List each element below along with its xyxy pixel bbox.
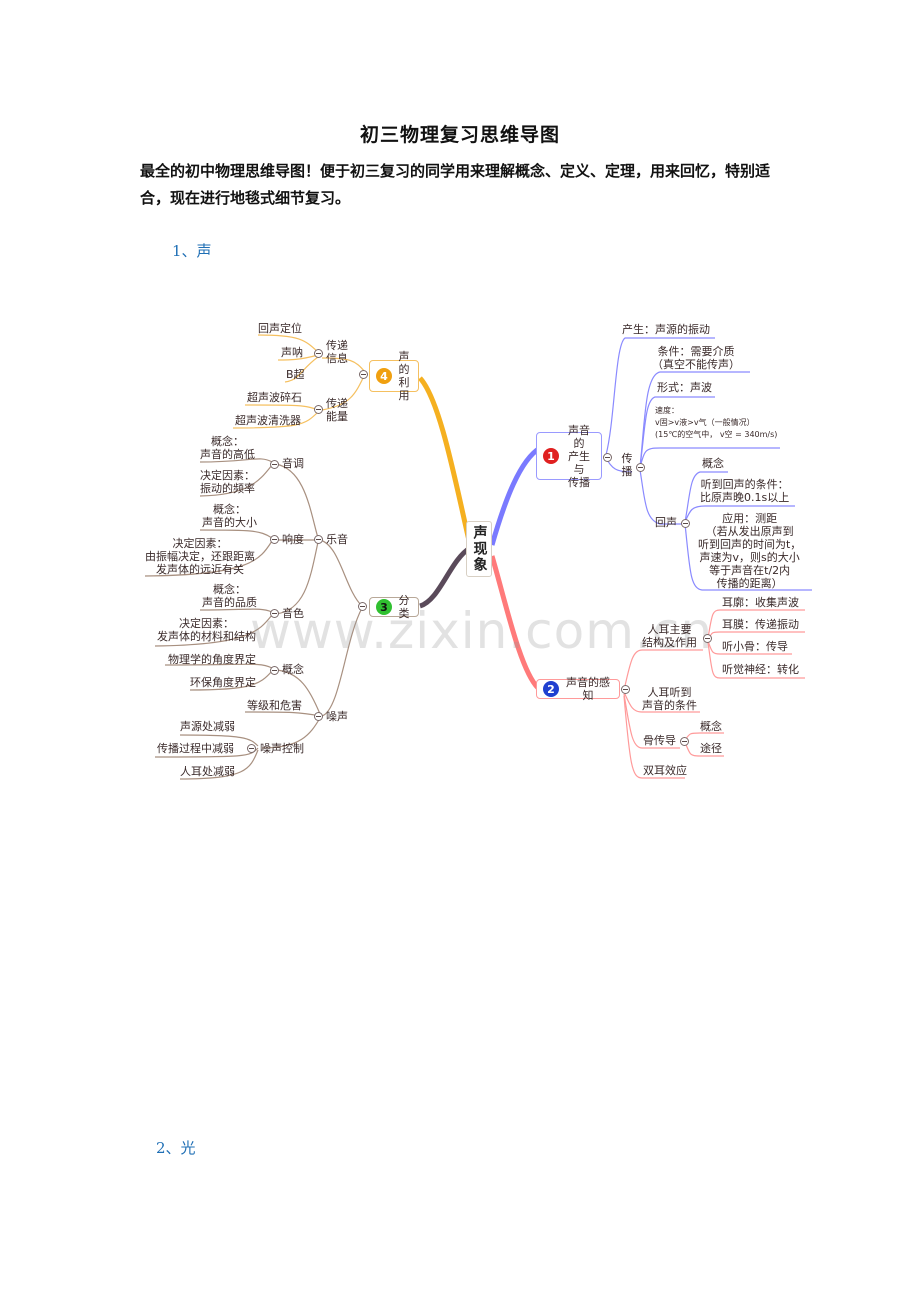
node-speed-order: v固>v液>v气（一般情况） — [655, 418, 755, 427]
branch-2-label: 声音的感知 — [566, 676, 610, 702]
node-transmit-energy[interactable]: 传递 能量 — [326, 397, 348, 423]
node-echolocation[interactable]: 回声定位 — [258, 322, 302, 335]
node-b-ultrasound[interactable]: B超 — [286, 368, 305, 381]
node-timbre-factor[interactable]: 决定因素： 发声体的材料和结构 — [157, 617, 256, 643]
node-level-harm[interactable]: 等级和危害 — [247, 699, 302, 712]
number-badge-4-icon: 4 — [376, 368, 392, 384]
node-environment-definition[interactable]: 环保角度界定 — [190, 676, 256, 689]
node-loudness[interactable]: 响度 — [282, 533, 304, 546]
node-hearing-condition[interactable]: 人耳听到 声音的条件 — [642, 686, 697, 712]
collapse-toggle-icon[interactable] — [314, 349, 323, 358]
node-reduce-in-path[interactable]: 传播过程中减弱 — [157, 742, 234, 755]
intro-paragraph: 最全的初中物理思维导图！便于初三复习的同学用来理解概念、定义、定理，用来回忆，特… — [140, 162, 771, 207]
node-bone-concept[interactable]: 概念 — [700, 720, 722, 733]
node-physics-definition[interactable]: 物理学的角度界定 — [168, 653, 256, 666]
number-badge-1-icon: 1 — [543, 448, 559, 464]
node-noise[interactable]: 噪声 — [326, 710, 348, 723]
branch-2-node[interactable]: 2 声音的感知 — [536, 676, 620, 702]
node-pitch[interactable]: 音调 — [282, 457, 304, 470]
collapse-toggle-icon[interactable] — [314, 405, 323, 414]
collapse-toggle-icon[interactable] — [359, 370, 368, 379]
number-badge-2-icon: 2 — [543, 681, 559, 697]
collapse-toggle-icon[interactable] — [681, 519, 690, 528]
node-lithotripsy[interactable]: 超声波碎石 — [247, 391, 302, 404]
collapse-toggle-icon[interactable] — [247, 744, 256, 753]
central-topic-label: 声现象 — [471, 525, 488, 573]
node-bone-conduction[interactable]: 骨传导 — [643, 734, 676, 747]
collapse-toggle-icon[interactable] — [270, 535, 279, 544]
collapse-toggle-icon[interactable] — [603, 453, 612, 462]
node-speed[interactable]: 速度： v固>v液>v气（一般情况） (15℃的空气中， v空 = 340m/s… — [655, 405, 777, 441]
section-heading-sound: 1、声 — [172, 242, 212, 260]
collapse-toggle-icon[interactable] — [270, 460, 279, 469]
node-binaural-effect[interactable]: 双耳效应 — [643, 764, 687, 777]
collapse-toggle-icon[interactable] — [358, 602, 367, 611]
node-musical-sound[interactable]: 乐音 — [326, 533, 348, 546]
node-echo-concept[interactable]: 概念 — [702, 457, 724, 470]
collapse-toggle-icon[interactable] — [314, 535, 323, 544]
node-bone-path[interactable]: 途径 — [700, 742, 722, 755]
node-loudness-concept[interactable]: 概念： 声音的大小 — [202, 503, 257, 529]
branch-3-node[interactable]: 3 分类 — [369, 594, 419, 620]
branch-4-label: 声的 利用 — [398, 350, 410, 402]
branch-1-label: 声音的 产生与 传播 — [568, 423, 590, 489]
node-pitch-factor[interactable]: 决定因素： 振动的频率 — [200, 469, 255, 495]
node-echo-application[interactable]: 应用：测距 （若从发出原声到 听到回声的时间为t， 声速为v，则s的大小 等于声… — [698, 512, 802, 590]
node-loudness-factor[interactable]: 决定因素： 由振幅决定，还跟距离 发声体的远近有关 — [145, 537, 255, 576]
section-heading-light: 2、光 — [156, 1139, 196, 1157]
collapse-toggle-icon[interactable] — [703, 634, 712, 643]
page-title: 初三物理复习思维导图 — [359, 124, 560, 146]
collapse-toggle-icon[interactable] — [680, 737, 689, 746]
node-auricle[interactable]: 耳廓：收集声波 — [722, 596, 799, 609]
collapse-toggle-icon[interactable] — [270, 666, 279, 675]
node-eardrum[interactable]: 耳膜：传递振动 — [722, 618, 799, 631]
node-echo[interactable]: 回声 — [655, 516, 677, 529]
watermark: www.zixin.com.cn — [250, 602, 714, 660]
branch-3-label: 分类 — [398, 594, 410, 620]
number-badge-3-icon: 3 — [376, 599, 392, 615]
node-pitch-concept[interactable]: 概念： 声音的高低 — [200, 435, 255, 461]
node-condition[interactable]: 条件：需要介质 （真空不能传声） — [652, 345, 740, 371]
node-noise-control[interactable]: 噪声控制 — [260, 742, 304, 755]
node-echo-condition[interactable]: 听到回声的条件： 比原声晚0.1s以上 — [700, 478, 790, 504]
node-reduce-at-source[interactable]: 声源处减弱 — [180, 720, 235, 733]
node-timbre[interactable]: 音色 — [282, 607, 304, 620]
central-topic[interactable]: 声现象 — [466, 521, 492, 577]
node-ossicles[interactable]: 听小骨：传导 — [722, 640, 788, 653]
node-noise-concept[interactable]: 概念 — [282, 663, 304, 676]
node-propagate[interactable]: 传播 — [621, 452, 633, 478]
collapse-toggle-icon[interactable] — [621, 685, 630, 694]
collapse-toggle-icon[interactable] — [270, 609, 279, 618]
node-speed-title: 速度： — [655, 406, 679, 415]
node-sonar[interactable]: 声呐 — [281, 346, 303, 359]
node-transmit-info[interactable]: 传递 信息 — [326, 339, 348, 365]
node-timbre-concept[interactable]: 概念： 声音的品质 — [202, 583, 257, 609]
node-ultrasonic-cleaner[interactable]: 超声波清洗器 — [235, 414, 301, 427]
collapse-toggle-icon[interactable] — [314, 712, 323, 721]
branch-4-node[interactable]: 4 声的 利用 — [369, 350, 419, 402]
node-reduce-at-ear[interactable]: 人耳处减弱 — [180, 765, 235, 778]
node-ear-structure[interactable]: 人耳主要 结构及作用 — [642, 623, 697, 649]
collapse-toggle-icon[interactable] — [636, 463, 645, 472]
node-speed-air: (15℃的空气中， v空 = 340m/s) — [655, 430, 778, 439]
branch-1-node[interactable]: 1 声音的 产生与 传播 — [536, 424, 602, 489]
node-produce[interactable]: 产生：声源的振动 — [622, 323, 710, 336]
node-form[interactable]: 形式：声波 — [657, 381, 712, 394]
node-auditory-nerve[interactable]: 听觉神经：转化 — [722, 663, 799, 676]
